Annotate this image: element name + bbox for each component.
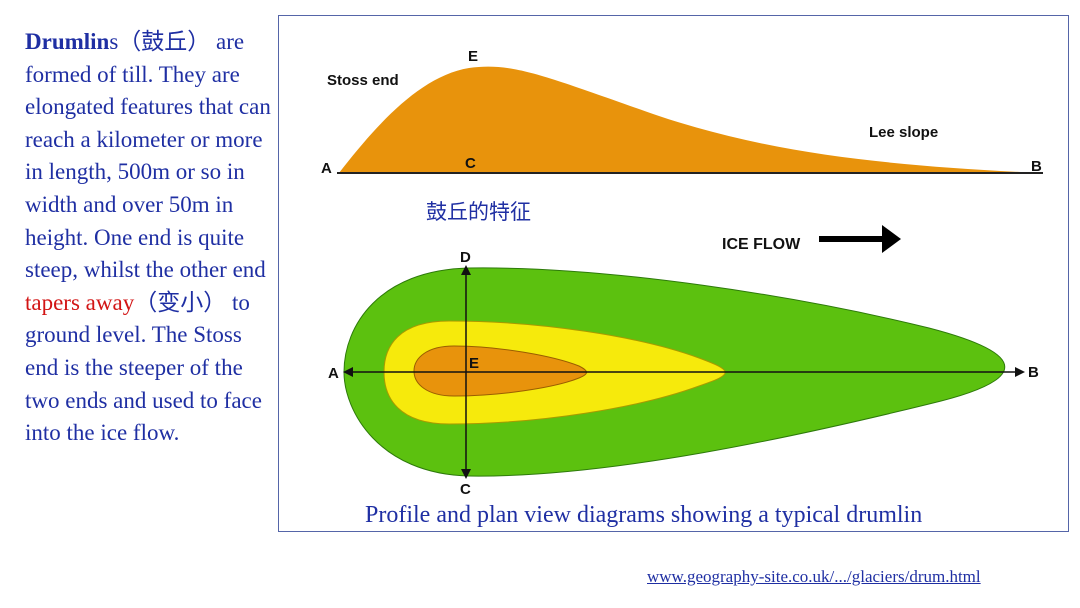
plan-label-d: D [460, 249, 471, 266]
drumlin-term: Drumlin [25, 29, 110, 54]
lee-slope-label: Lee slope [869, 124, 938, 141]
plan-axis-arrow-c-icon [461, 469, 471, 479]
plan-label-e: E [469, 355, 479, 372]
drumlin-diagram: A B C E Stoss end Lee slope 鼓丘的特征 ICE FL… [321, 48, 1043, 528]
profile-label-b: B [1031, 158, 1042, 175]
ice-flow-label: ICE FLOW [722, 236, 801, 253]
tapers-away-cn: （变小） [134, 289, 227, 315]
diagram-caption: Profile and plan view diagrams showing a… [365, 502, 922, 528]
description-part-2: to ground level. The Stoss end is the st… [25, 289, 262, 446]
plan-axis-arrow-b-icon [1015, 367, 1025, 377]
plan-axis-arrow-a-icon [343, 367, 353, 377]
diagram-frame: A B C E Stoss end Lee slope 鼓丘的特征 ICE FL… [278, 15, 1069, 532]
source-link[interactable]: www.geography-site.co.uk/.../glaciers/dr… [647, 567, 981, 586]
plan-label-c: C [460, 481, 471, 498]
profile-label-a: A [321, 160, 332, 177]
ice-flow-arrow-icon [819, 225, 901, 253]
plan-inner-orange [413, 345, 587, 397]
drumlin-term-suffix: s [109, 29, 119, 54]
drumlin-term-cn: （鼓丘） [118, 29, 211, 54]
profile-shape [339, 66, 1039, 173]
profile-label-e: E [468, 48, 478, 65]
description-part-1: are formed of till. They are elongated f… [25, 29, 271, 283]
description-text: Drumlins（鼓丘） are formed of till. They ar… [25, 26, 275, 450]
plan-axis-arrow-d-icon [461, 265, 471, 275]
plan-label-a: A [328, 365, 339, 382]
tapers-away-highlight: tapers away [25, 289, 135, 315]
stoss-end-label: Stoss end [327, 72, 399, 89]
plan-label-b: B [1028, 364, 1039, 381]
profile-label-c: C [465, 155, 476, 172]
heading-cn: 鼓丘的特征 [426, 200, 531, 224]
